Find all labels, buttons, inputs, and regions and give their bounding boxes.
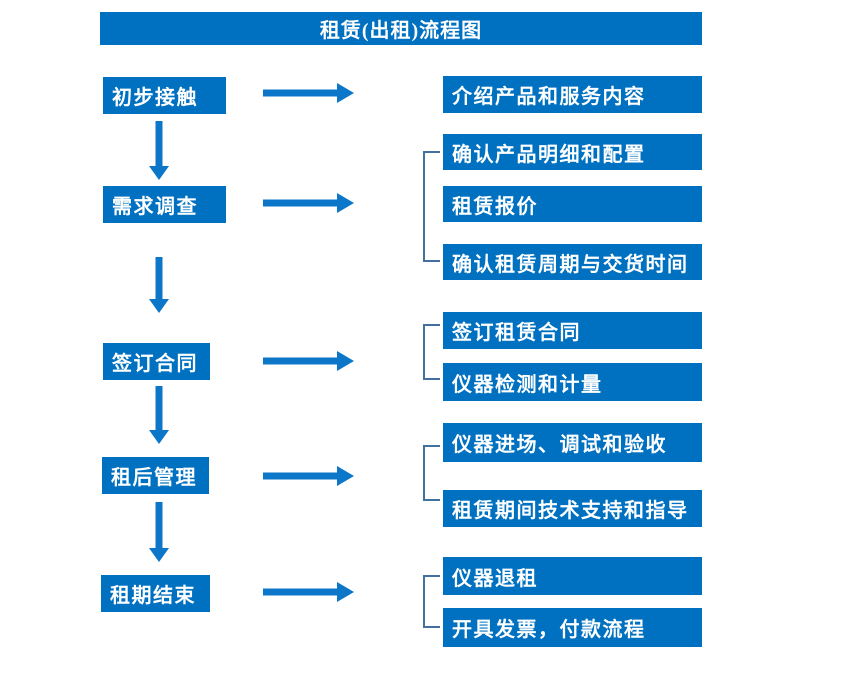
- output-box-sign-rental-contract: 签订租赁合同: [443, 312, 702, 349]
- arrow-stage1-right: [263, 83, 354, 103]
- bracket-stage3-outputs: [423, 324, 440, 380]
- arrow-stage2-to-stage3: [149, 257, 169, 313]
- output-box-instrument-return: 仪器退租: [443, 557, 702, 595]
- arrow-stage4-right: [263, 466, 354, 486]
- arrow-stage1-to-stage2: [149, 121, 169, 180]
- arrow-stage3-to-stage4: [149, 386, 169, 444]
- stage-box-rental-end: 租期结束: [101, 575, 210, 612]
- output-box-rental-quote: 租赁报价: [443, 186, 702, 222]
- output-box-confirm-product-details: 确认产品明细和配置: [443, 134, 702, 170]
- stage-box-sign-contract: 签订合同: [103, 343, 210, 380]
- arrow-stage5-right: [263, 582, 354, 602]
- stage-box-initial-contact: 初步接触: [103, 77, 226, 114]
- bracket-stage4-outputs: [423, 445, 440, 501]
- output-box-technical-support: 租赁期间技术支持和指导: [443, 490, 702, 527]
- bracket-stage5-outputs: [423, 575, 440, 628]
- stage-box-post-rental-management: 租后管理: [102, 457, 209, 494]
- arrow-stage3-right: [263, 351, 354, 371]
- output-box-invoice-payment: 开具发票，付款流程: [443, 608, 702, 647]
- arrow-stage2-right: [263, 193, 354, 213]
- output-box-confirm-rental-period: 确认租赁周期与交货时间: [443, 244, 702, 280]
- output-box-instrument-testing: 仪器检测和计量: [443, 363, 702, 401]
- flowchart-title: 租赁(出租)流程图: [100, 12, 702, 45]
- output-box-instrument-setup: 仪器进场、调试和验收: [443, 423, 702, 462]
- arrow-stage4-to-stage5: [149, 502, 169, 562]
- output-box-introduce-products: 介绍产品和服务内容: [443, 76, 702, 113]
- bracket-stage2-outputs: [423, 151, 440, 262]
- stage-box-demand-survey: 需求调查: [103, 186, 226, 223]
